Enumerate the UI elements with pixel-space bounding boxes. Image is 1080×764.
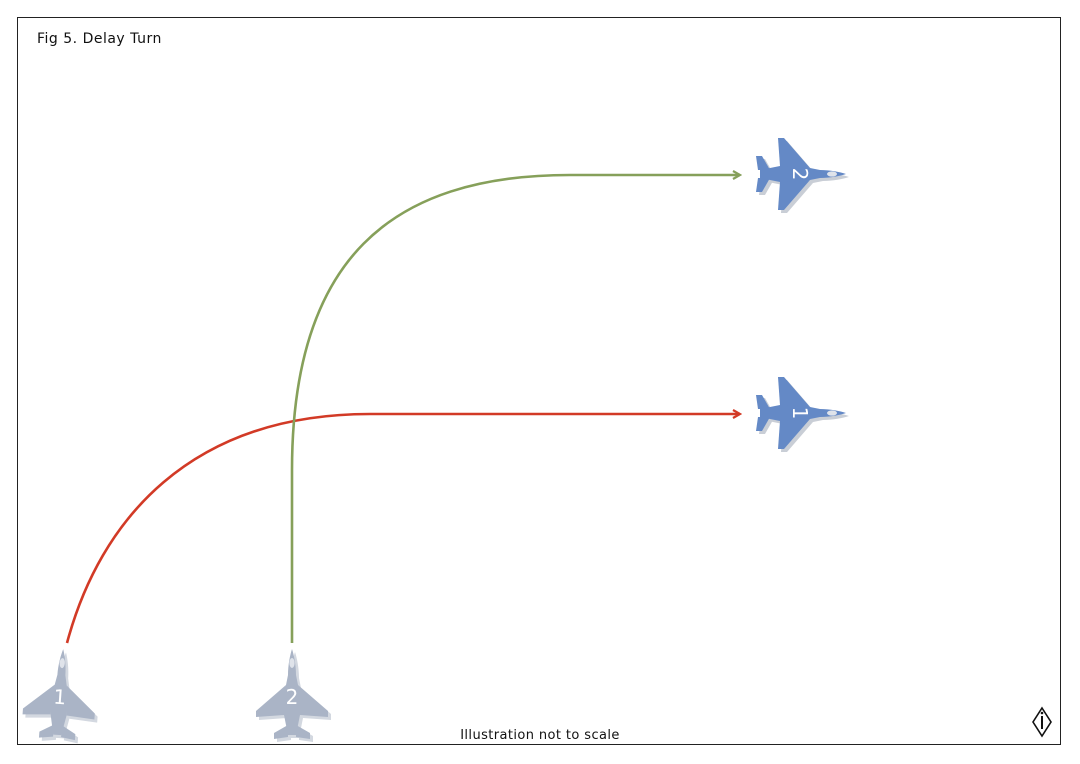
end-aircraft-1: 1: [756, 377, 849, 452]
aircraft-label: 1: [788, 407, 812, 420]
aircraft-label: 1: [53, 685, 67, 710]
start-aircraft-1: 1: [21, 646, 102, 745]
figure-title: Fig 5. Delay Turn: [37, 31, 162, 47]
flight-path-aircraft-2: [290, 175, 740, 643]
diagram-frame: [17, 17, 1061, 745]
start-aircraft-2: 2: [256, 649, 331, 742]
flight-path-aircraft-1: [65, 414, 740, 644]
end-aircraft-2: 2: [756, 138, 849, 213]
aircraft-label: 2: [286, 685, 299, 709]
compass-north-icon: [1032, 706, 1052, 738]
aircraft-label: 2: [788, 168, 812, 181]
figure-caption: Illustration not to scale: [460, 728, 620, 743]
